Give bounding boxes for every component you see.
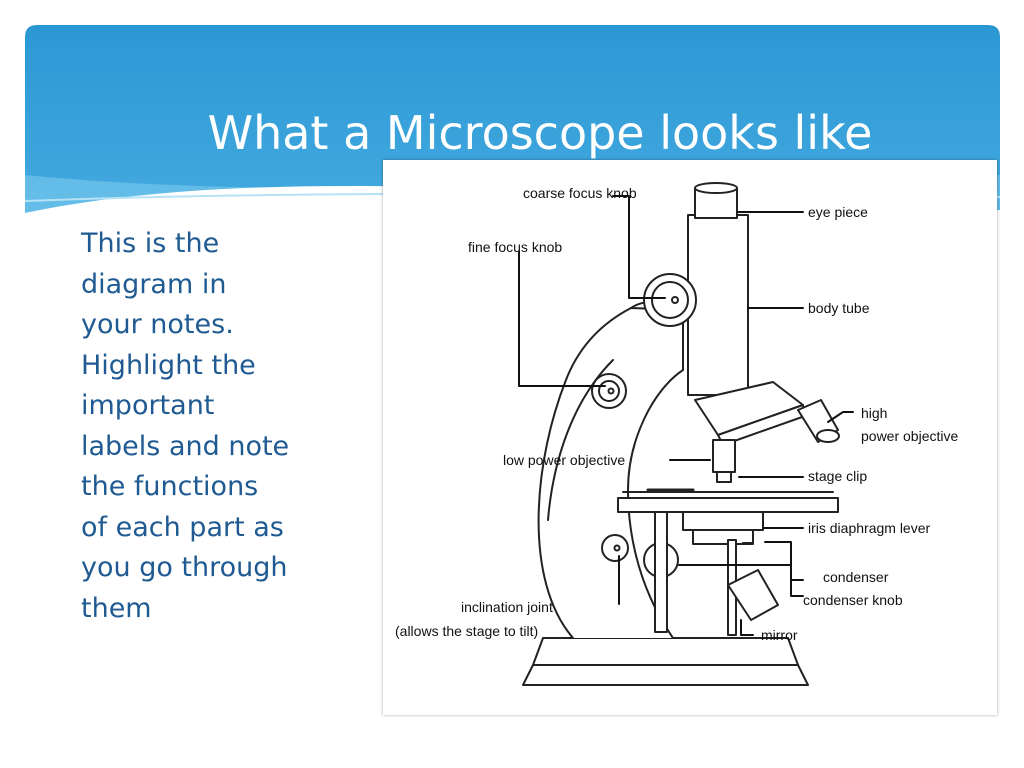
body-tube	[687, 214, 749, 396]
microscope-illustration: coarse focus knob fine focus knob eye pi…	[395, 182, 958, 686]
label-iris-diaphragm-lever: iris diaphragm lever	[808, 520, 930, 536]
label-inclination-joint-note: (allows the stage to tilt)	[395, 623, 538, 639]
label-eye-piece: eye piece	[808, 204, 868, 220]
body-line: the functions	[81, 471, 259, 502]
stage	[617, 497, 839, 513]
label-condenser-knob: condenser knob	[803, 592, 903, 608]
condenser	[682, 511, 764, 531]
body-line: diagram in	[81, 268, 227, 300]
body-text: This is the diagram in your notes. Highl…	[81, 224, 351, 629]
label-high-power-objective-2: power objective	[861, 428, 958, 444]
label-coarse-focus-knob: coarse focus knob	[523, 185, 637, 201]
microscope-diagram: coarse focus knob fine focus knob eye pi…	[383, 160, 997, 715]
body-line: important	[81, 390, 215, 421]
slide-title: What a Microscope looks like	[207, 106, 873, 160]
body-line: of each part as	[81, 511, 284, 543]
body-line: you go through	[81, 552, 288, 583]
low-power-objective	[712, 439, 736, 473]
body-line: labels and note	[81, 430, 290, 462]
body-line: This is the	[81, 228, 220, 259]
label-inclination-joint: inclination joint	[461, 599, 553, 615]
label-high-power-objective: high	[861, 405, 887, 421]
label-condenser: condenser	[823, 569, 889, 585]
body-line: Highlight the	[81, 349, 256, 381]
body-line: your notes.	[81, 309, 234, 340]
body-line: them	[81, 592, 152, 624]
microscope-base	[522, 637, 809, 686]
label-stage-clip: stage clip	[808, 468, 867, 484]
label-mirror: mirror	[761, 627, 798, 643]
label-fine-focus-knob: fine focus knob	[468, 239, 562, 255]
label-low-power-objective: low power objective	[503, 452, 625, 468]
label-body-tube: body tube	[808, 300, 870, 316]
mirror	[727, 569, 779, 621]
